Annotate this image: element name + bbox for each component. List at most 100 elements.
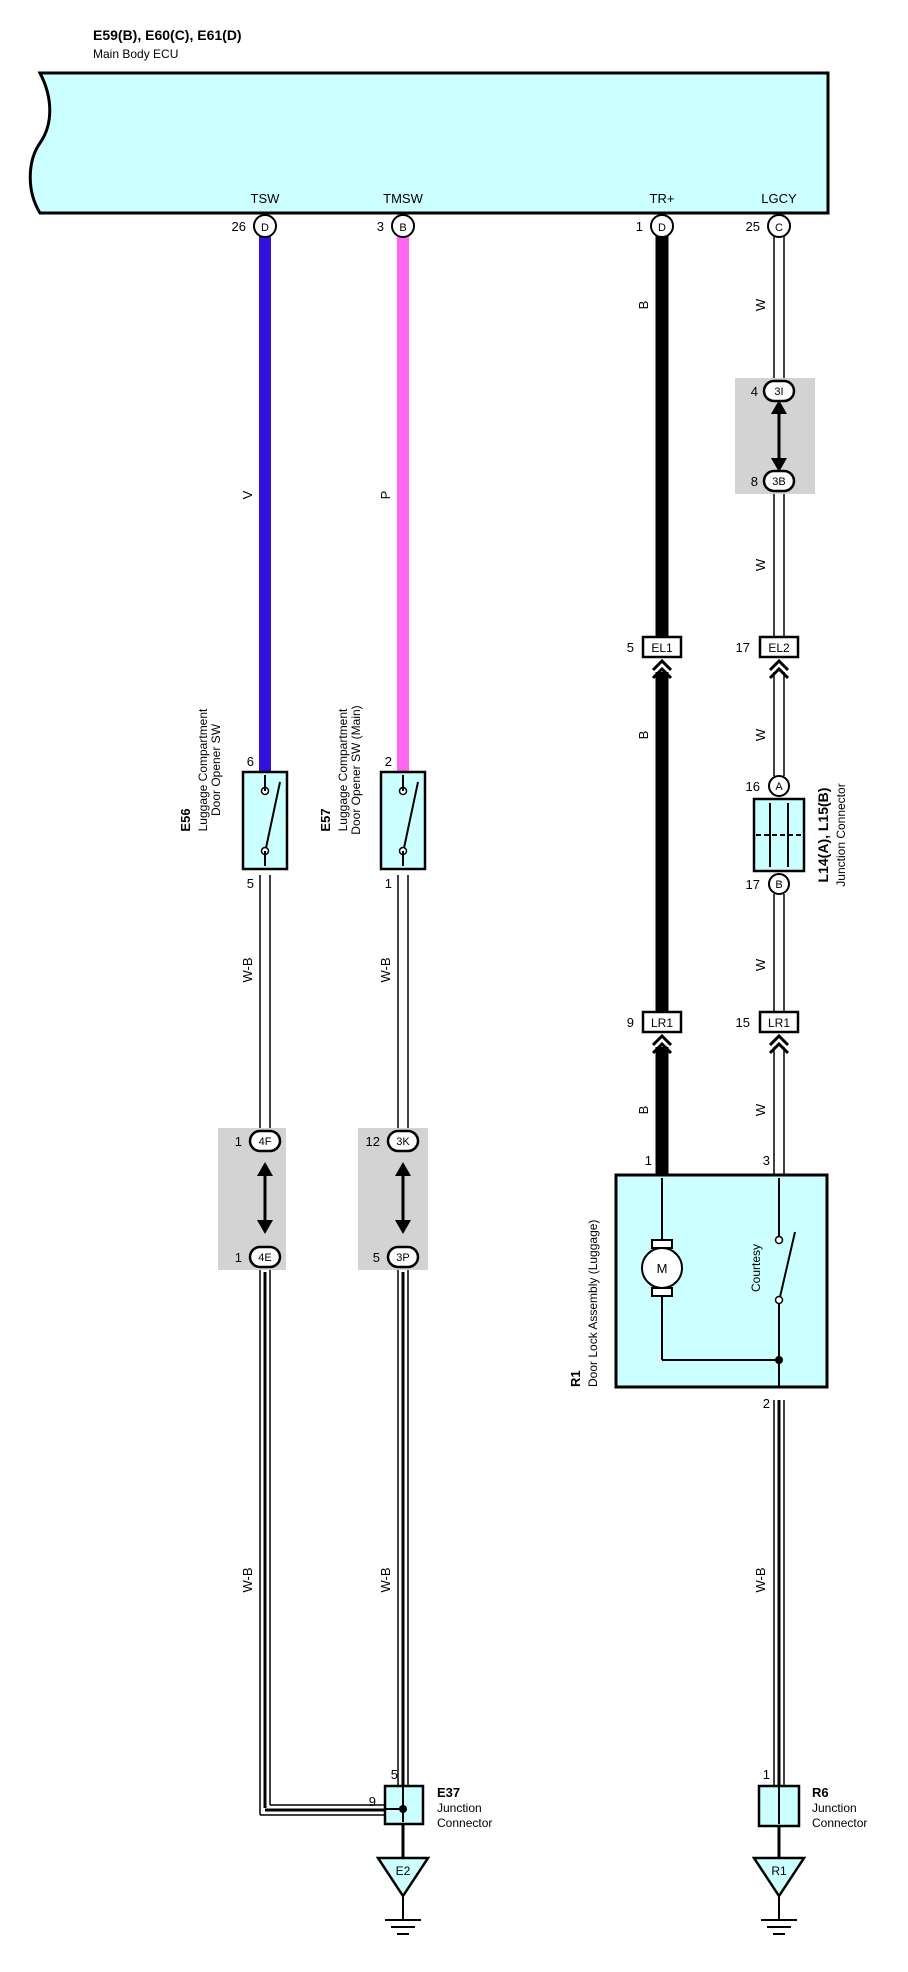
svg-text:15: 15: [736, 1015, 750, 1030]
wire-label-lgcy-w1: W: [753, 298, 768, 311]
svg-text:1: 1: [235, 1250, 242, 1265]
wire-label-trp-b2: B: [636, 731, 651, 740]
wire-label-lgcy-w5: W: [753, 1103, 768, 1116]
svg-text:D: D: [261, 222, 269, 234]
wire-label-tsw-wb2: W-B: [240, 1567, 255, 1592]
wire-label-lgcy-w2: W: [753, 558, 768, 571]
ecu-terminal-lgcy: C 25: [746, 214, 791, 238]
wire-label-trp-b1: B: [636, 301, 651, 310]
terminal-tsw-label: TSW: [251, 191, 281, 206]
connector-lr1-a: LR1 9: [627, 1010, 683, 1055]
svg-text:LR1: LR1: [768, 1016, 790, 1030]
junction-connector-r6: 1 R6 Junction Connector: [757, 1767, 867, 1858]
svg-text:B: B: [775, 879, 782, 891]
svg-text:Junction: Junction: [812, 1801, 857, 1815]
svg-text:E57: E57: [318, 808, 333, 831]
svg-text:1: 1: [385, 876, 392, 891]
svg-text:Door Opener SW (Main): Door Opener SW (Main): [349, 705, 363, 834]
svg-text:E2: E2: [396, 1864, 411, 1878]
terminal-trp-label: TR+: [650, 191, 675, 206]
svg-text:Luggage Compartment: Luggage Compartment: [336, 708, 350, 831]
main-body-ecu: E59(B), E60(C), E61(D) Main Body ECU: [28, 27, 830, 215]
connector-el1: EL1 5: [627, 635, 683, 680]
connector-3i-3b: 3I 4 3B 8: [735, 378, 815, 494]
svg-text:3I: 3I: [774, 386, 783, 398]
wire-label-lgcy-w3: W: [753, 728, 768, 741]
wire-label-tsw-v: V: [240, 490, 255, 499]
junction-connector-l14-l15: A 16 B 17 L14(A), L15(B) Junction Connec…: [746, 775, 848, 895]
ecu-terminal-tsw: D 26: [232, 214, 277, 238]
svg-text:17: 17: [746, 877, 760, 892]
svg-text:M: M: [657, 1261, 668, 1276]
svg-text:26: 26: [232, 219, 246, 234]
svg-text:9: 9: [627, 1015, 634, 1030]
svg-text:8: 8: [751, 474, 758, 489]
svg-text:1: 1: [636, 219, 643, 234]
terminal-lgcy-label: LGCY: [761, 191, 797, 206]
svg-text:2: 2: [763, 1396, 770, 1411]
junction-connector-e37: 5 9 E37 Junction Connector: [369, 1767, 492, 1858]
svg-text:3P: 3P: [396, 1252, 409, 1264]
connector-4f-4e: 4F 1 4E 1: [218, 1128, 286, 1270]
svg-text:3K: 3K: [396, 1136, 410, 1148]
svg-text:16: 16: [746, 779, 760, 794]
wire-tsw-wb: [259, 875, 385, 1816]
svg-text:L14(A), L15(B): L14(A), L15(B): [815, 788, 831, 883]
svg-text:R6: R6: [812, 1785, 829, 1800]
courtesy-switch-icon: [779, 1231, 796, 1298]
ecu-codes: E59(B), E60(C), E61(D): [93, 27, 242, 43]
wire-r1-wb: [773, 1400, 785, 1786]
wire-label-r1-wb: W-B: [753, 1567, 768, 1592]
svg-text:Door Opener SW: Door Opener SW: [209, 723, 223, 816]
ecu-name: Main Body ECU: [93, 47, 178, 61]
svg-text:Junction Connector: Junction Connector: [834, 783, 848, 886]
wire-label-tmsw-wb1: W-B: [378, 957, 393, 982]
connector-el2: EL2 17: [736, 635, 800, 680]
svg-text:E37: E37: [437, 1785, 460, 1800]
svg-text:9: 9: [369, 1794, 376, 1809]
svg-text:25: 25: [746, 219, 760, 234]
svg-text:C: C: [775, 222, 783, 234]
svg-text:1: 1: [235, 1134, 242, 1149]
svg-text:A: A: [775, 781, 783, 793]
svg-text:Junction: Junction: [437, 1801, 482, 1815]
svg-text:4: 4: [751, 384, 758, 399]
svg-text:5: 5: [627, 640, 634, 655]
svg-text:E56: E56: [178, 808, 193, 831]
svg-text:LR1: LR1: [651, 1016, 673, 1030]
connector-3k-3p: 3K 12 3P 5: [358, 1128, 428, 1270]
svg-text:1: 1: [645, 1153, 652, 1168]
svg-text:Connector: Connector: [437, 1816, 492, 1830]
svg-text:5: 5: [247, 876, 254, 891]
terminal-tmsw-label: TMSW: [383, 191, 423, 206]
svg-text:1: 1: [763, 1767, 770, 1782]
wire-tmsw-wb: [397, 875, 409, 1786]
wire-label-tsw-wb1: W-B: [240, 957, 255, 982]
svg-text:3B: 3B: [772, 476, 785, 488]
svg-text:4E: 4E: [258, 1252, 271, 1264]
door-lock-assembly-r1: 1 3 2 M Courtesy R1 Door Lock Assembly (…: [568, 1153, 829, 1411]
svg-text:17: 17: [736, 640, 750, 655]
wire-label-lgcy-w4: W: [753, 958, 768, 971]
wire-label-tmsw-p: P: [378, 491, 393, 500]
svg-text:Connector: Connector: [812, 1816, 867, 1830]
svg-text:3: 3: [763, 1153, 770, 1168]
svg-text:5: 5: [391, 1767, 398, 1782]
ecu-terminal-trp: D 1: [636, 214, 674, 238]
svg-text:R1: R1: [771, 1864, 787, 1878]
ground-r1: R1: [751, 1856, 807, 1935]
svg-text:Luggage Compartment: Luggage Compartment: [196, 708, 210, 831]
svg-text:D: D: [658, 222, 666, 234]
svg-text:5: 5: [373, 1250, 380, 1265]
connector-lr1-b: LR1 15: [736, 1010, 800, 1055]
ecu-terminal-tmsw: B 3: [377, 214, 415, 238]
ground-e2: E2: [375, 1856, 431, 1935]
svg-text:B: B: [399, 222, 406, 234]
switch-e56: 6 5 E56 Luggage Compartment Door Opener …: [178, 708, 289, 891]
wire-label-tmsw-wb2: W-B: [378, 1567, 393, 1592]
svg-text:EL2: EL2: [768, 641, 790, 655]
svg-text:2: 2: [385, 754, 392, 769]
svg-text:R1: R1: [568, 1370, 583, 1387]
svg-text:Courtesy: Courtesy: [749, 1244, 763, 1292]
